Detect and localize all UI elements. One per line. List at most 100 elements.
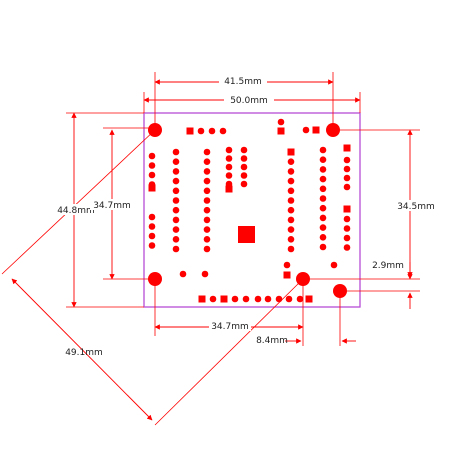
pad — [277, 118, 285, 126]
label-side-hole-offset: 2.9mm — [372, 261, 404, 271]
pad — [240, 180, 248, 188]
pad — [225, 146, 233, 154]
mounting-hole-bottom-center — [296, 272, 310, 286]
pad — [242, 295, 250, 303]
pad — [330, 261, 338, 269]
pad — [225, 163, 233, 171]
mounting-holes — [148, 123, 347, 298]
pad — [319, 146, 327, 154]
square-pad — [305, 295, 313, 303]
pad — [287, 168, 295, 175]
pad — [225, 172, 233, 179]
pad — [319, 185, 327, 193]
square-pad — [343, 205, 351, 213]
pad — [172, 216, 180, 224]
pad — [283, 261, 291, 269]
pad — [240, 163, 248, 171]
mounting-hole-outside-right — [333, 284, 347, 298]
pad — [219, 127, 227, 135]
pad — [319, 166, 327, 173]
square-pad — [343, 144, 351, 152]
pad — [172, 197, 180, 204]
square-pad — [283, 271, 291, 279]
pad — [203, 158, 211, 165]
board-outline — [143, 112, 361, 308]
pad — [287, 187, 295, 195]
label-diagonal: 49.1mm — [65, 348, 103, 358]
pad — [343, 234, 351, 242]
square-pad — [186, 127, 194, 135]
pad — [148, 223, 156, 230]
pad — [148, 232, 156, 240]
pad — [172, 226, 180, 233]
pad — [201, 270, 209, 278]
pad — [172, 177, 180, 185]
pad — [172, 158, 180, 165]
pad — [172, 168, 180, 175]
pad — [148, 152, 156, 160]
pad — [231, 295, 239, 303]
pad — [319, 224, 327, 231]
pad — [287, 226, 295, 233]
pad — [319, 243, 327, 251]
pad — [203, 226, 211, 233]
extension-lines — [1, 72, 420, 426]
pad — [287, 158, 295, 165]
pad — [172, 187, 180, 195]
square-pad — [198, 295, 206, 303]
pad — [203, 197, 211, 204]
pad — [264, 295, 272, 303]
pad — [203, 148, 211, 156]
pad — [343, 244, 351, 251]
square-pad — [220, 295, 228, 303]
pad — [296, 295, 304, 303]
pad — [172, 236, 180, 243]
pad — [197, 127, 205, 135]
label-left-hole-spacing: 34.7mm — [93, 201, 131, 211]
pad — [302, 126, 310, 134]
pad — [319, 234, 327, 241]
pad — [343, 174, 351, 182]
pad — [203, 245, 211, 253]
pad — [148, 171, 156, 179]
pad — [319, 156, 327, 163]
label-board-width: 50.0mm — [230, 96, 268, 106]
mounting-hole-top-right — [326, 123, 340, 137]
pad — [285, 295, 293, 303]
component-pads — [148, 118, 351, 303]
square-pad — [148, 184, 156, 192]
label-right-hole-spacing: 34.5mm — [397, 202, 435, 212]
pad — [203, 168, 211, 175]
pad — [287, 245, 295, 253]
pad — [343, 225, 351, 232]
square-pad — [287, 148, 295, 156]
dim-line-diagonal — [11, 278, 153, 421]
pad — [319, 204, 327, 212]
pad — [254, 295, 262, 303]
pad — [203, 216, 211, 224]
pad — [287, 216, 295, 224]
pad — [287, 177, 295, 185]
pad — [343, 183, 351, 191]
pad — [343, 156, 351, 164]
mounting-hole-bottom-left — [148, 272, 162, 286]
dimension-labels: 41.5mm 50.0mm 44.8mm 34.7mm 34.5mm 34.7m… — [56, 75, 437, 358]
pad — [148, 162, 156, 169]
pad — [240, 146, 248, 154]
pad — [203, 177, 211, 185]
pad — [287, 197, 295, 204]
chip-pad — [238, 226, 255, 243]
pad — [203, 206, 211, 214]
pad — [172, 245, 180, 253]
pad — [148, 213, 156, 221]
label-top-hole-spacing: 41.5mm — [224, 77, 262, 87]
pad — [319, 214, 327, 222]
square-pad — [277, 127, 285, 135]
pad — [343, 215, 351, 223]
square-pad — [225, 185, 233, 193]
pad — [172, 206, 180, 214]
pad — [148, 242, 156, 249]
pad — [179, 270, 187, 278]
